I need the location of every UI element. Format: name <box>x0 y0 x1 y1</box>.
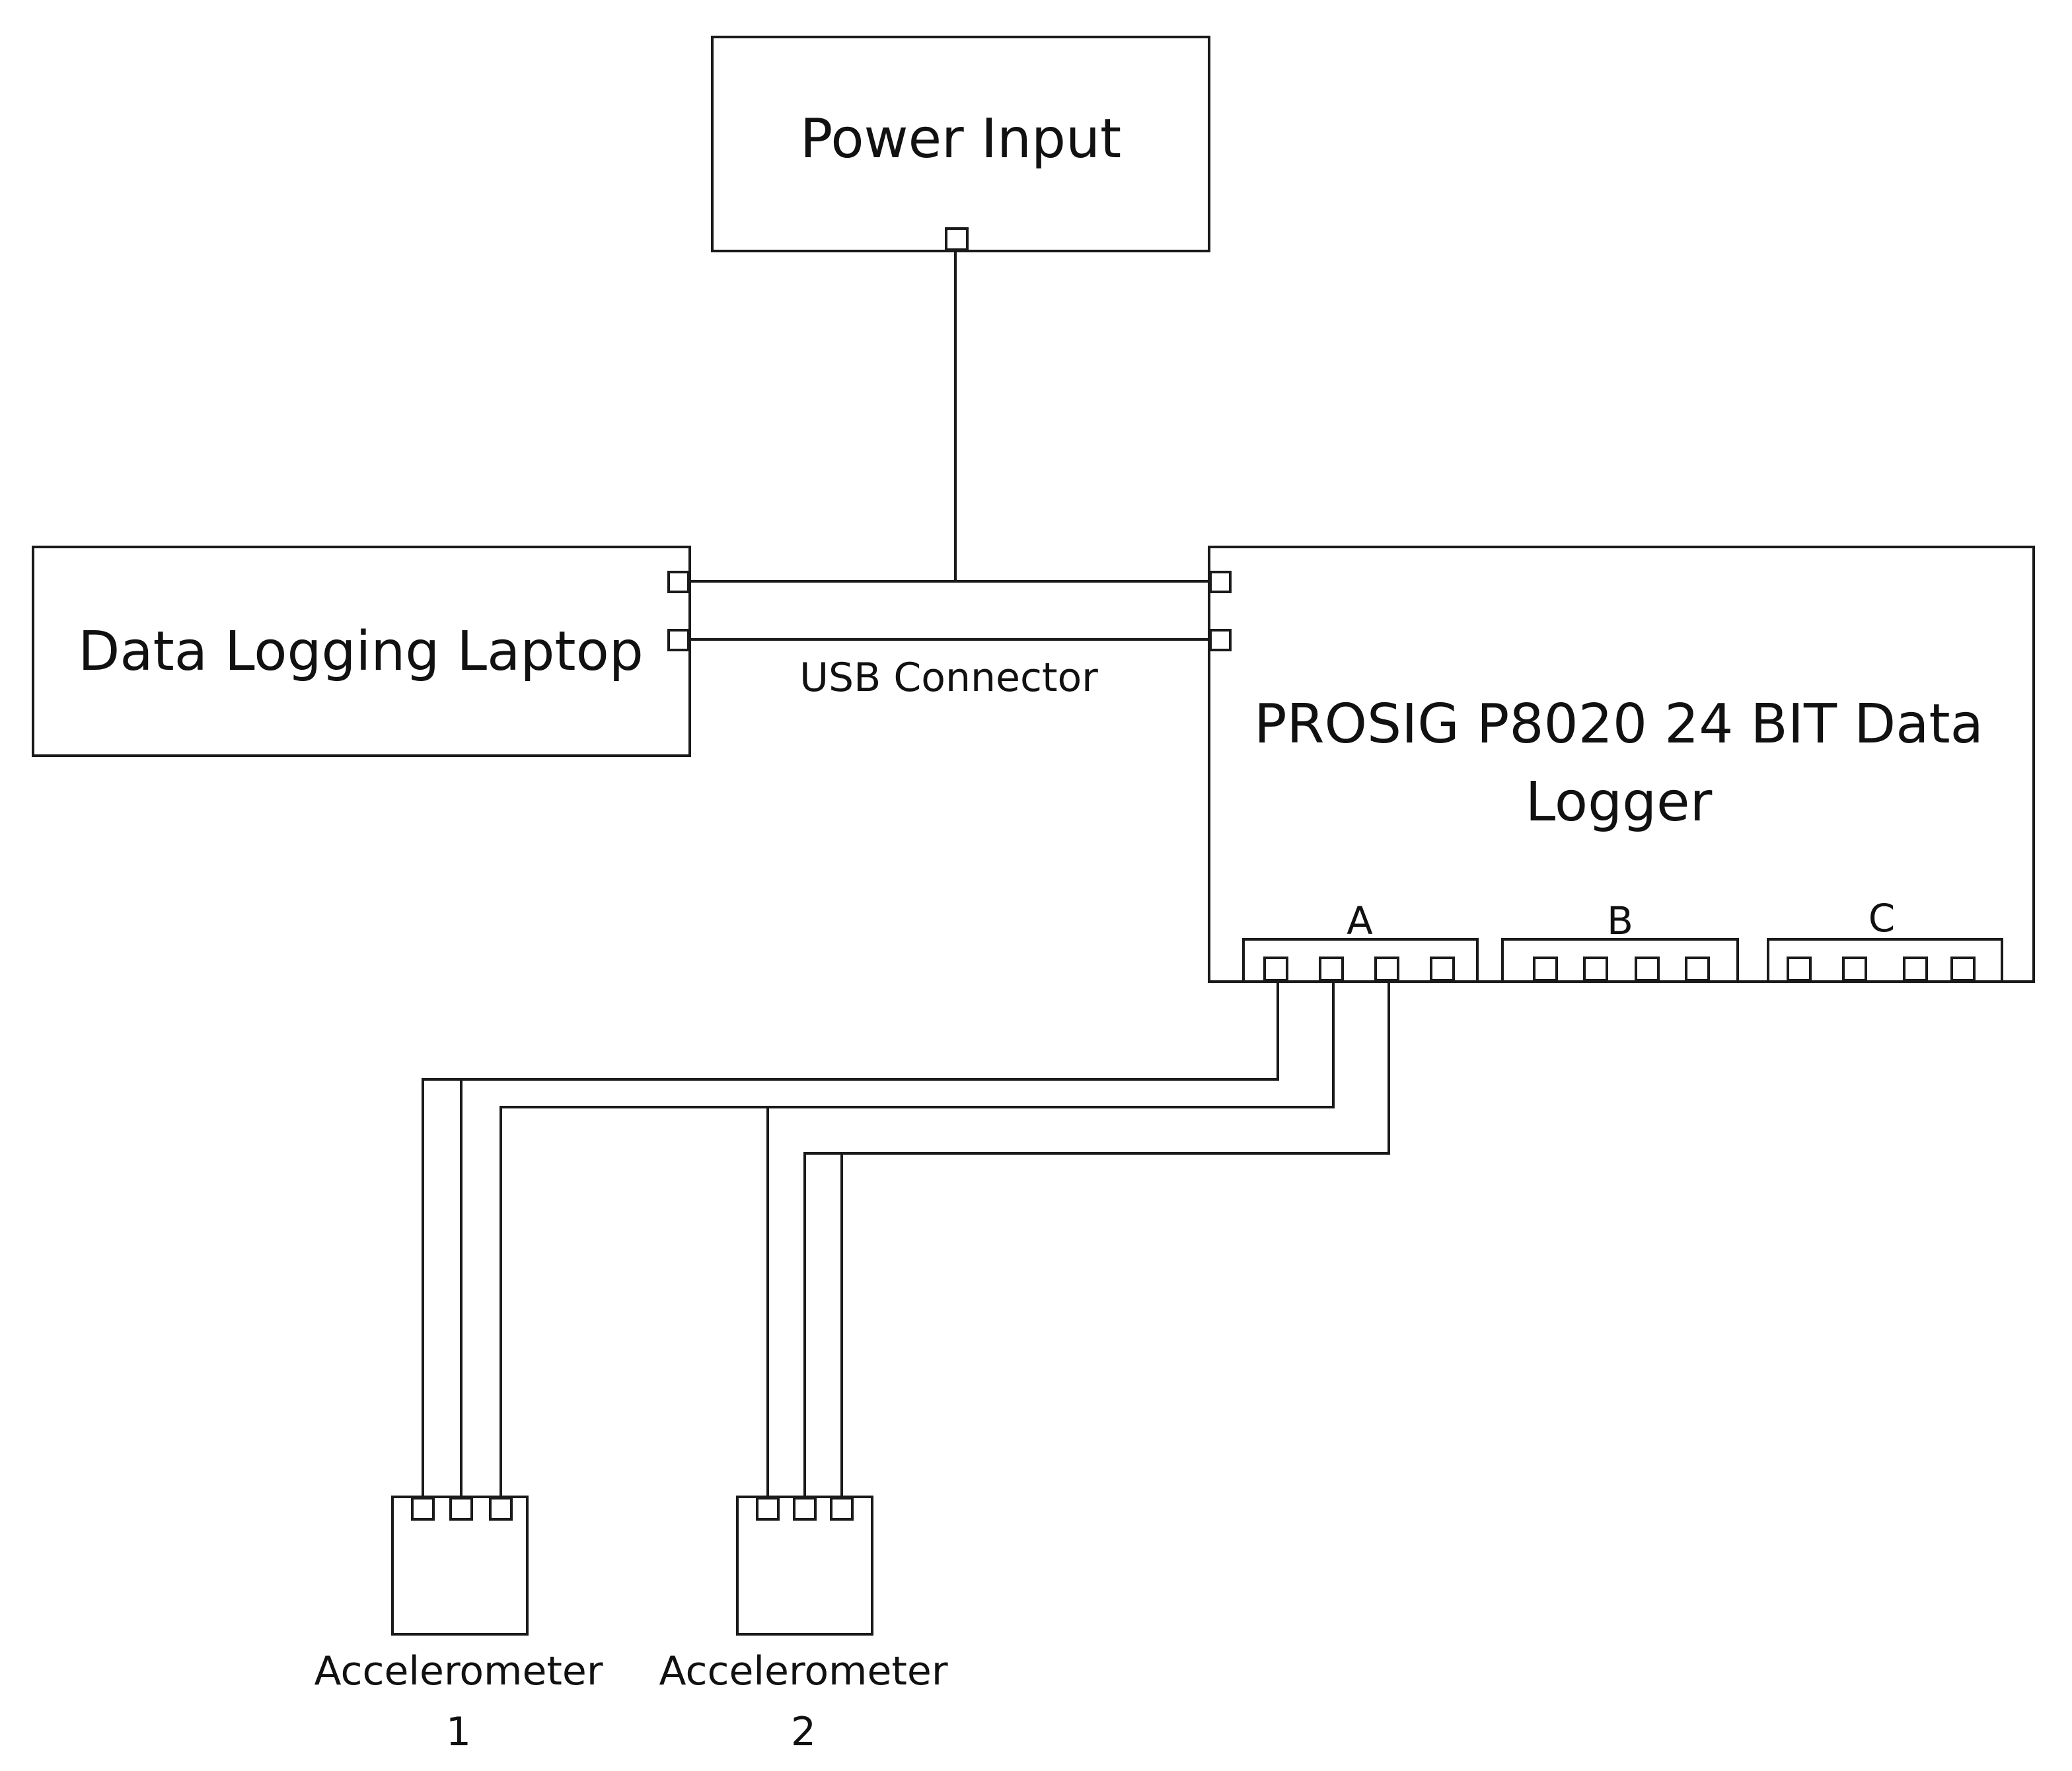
port-bank-c: C <box>1767 896 2003 982</box>
laptop-label: Data Logging Laptop <box>78 620 644 683</box>
logger-usb-port-1 <box>1209 571 1232 593</box>
accelerometer-2-block: Accelerometer 2 <box>659 1496 948 1755</box>
cable-a1-to-accel1-pin1 <box>422 982 1279 1497</box>
port-b-2 <box>1583 957 1608 982</box>
accelerometer-1-label-line2: 1 <box>446 1709 471 1755</box>
laptop-block: Data Logging Laptop <box>32 546 691 757</box>
port-c-4 <box>1950 957 1976 982</box>
accel2-pin-1 <box>756 1497 780 1521</box>
accelerometer-2-label-line1: Accelerometer <box>659 1648 948 1694</box>
logger-usb-port-2 <box>1209 629 1232 651</box>
port-bank-c-label: C <box>1868 896 1896 941</box>
accel2-pin-3 <box>830 1497 854 1521</box>
data-logger-box <box>1208 546 2035 983</box>
data-logger-label-line2: Logger <box>1526 771 1713 834</box>
usb-connector-label: USB Connector <box>799 655 1098 701</box>
port-bank-b-label: B <box>1607 898 1633 943</box>
cable-a3-to-accel2-pin2 <box>803 982 1390 1497</box>
port-bank-a-housing <box>1242 938 1479 982</box>
port-bank-c-housing <box>1767 938 2003 982</box>
accel2-pin-2 <box>793 1497 817 1521</box>
power-input-box <box>711 36 1210 252</box>
laptop-box <box>32 546 691 757</box>
power-input-block: Power Input <box>711 36 1210 252</box>
accelerometer-1-label-line1: Accelerometer <box>314 1648 603 1694</box>
port-c-1 <box>1787 957 1812 982</box>
power-input-label: Power Input <box>800 108 1121 170</box>
laptop-port-1 <box>667 571 690 593</box>
port-a-1 <box>1263 957 1288 982</box>
port-a-3 <box>1374 957 1399 982</box>
data-logger-block: PROSIG P8020 24 BIT Data Logger A B C <box>1208 546 2035 983</box>
accel1-pin-1 <box>411 1497 435 1521</box>
port-c-2 <box>1842 957 1867 982</box>
port-c-3 <box>1903 957 1928 982</box>
accelerometer-1-block: Accelerometer 1 <box>314 1496 603 1755</box>
accel1-pin-2 <box>449 1497 473 1521</box>
data-logger-label-line1: PROSIG P8020 24 BIT Data <box>1254 693 1983 756</box>
laptop-port-2 <box>667 629 690 651</box>
port-bank-b-housing <box>1501 938 1739 982</box>
port-a-2 <box>1319 957 1344 982</box>
port-b-4 <box>1685 957 1710 982</box>
power-input-port <box>945 227 969 251</box>
cable-a2-to-accel1-pin3 <box>500 982 1335 1497</box>
port-b-1 <box>1533 957 1558 982</box>
port-bank-a: A <box>1242 898 1479 982</box>
accelerometer-2-label-line2: 2 <box>791 1709 816 1755</box>
accel1-pin-3 <box>489 1497 513 1521</box>
port-b-3 <box>1635 957 1660 982</box>
port-bank-a-label: A <box>1347 898 1373 943</box>
port-bank-b: B <box>1501 898 1739 982</box>
port-a-4 <box>1430 957 1455 982</box>
